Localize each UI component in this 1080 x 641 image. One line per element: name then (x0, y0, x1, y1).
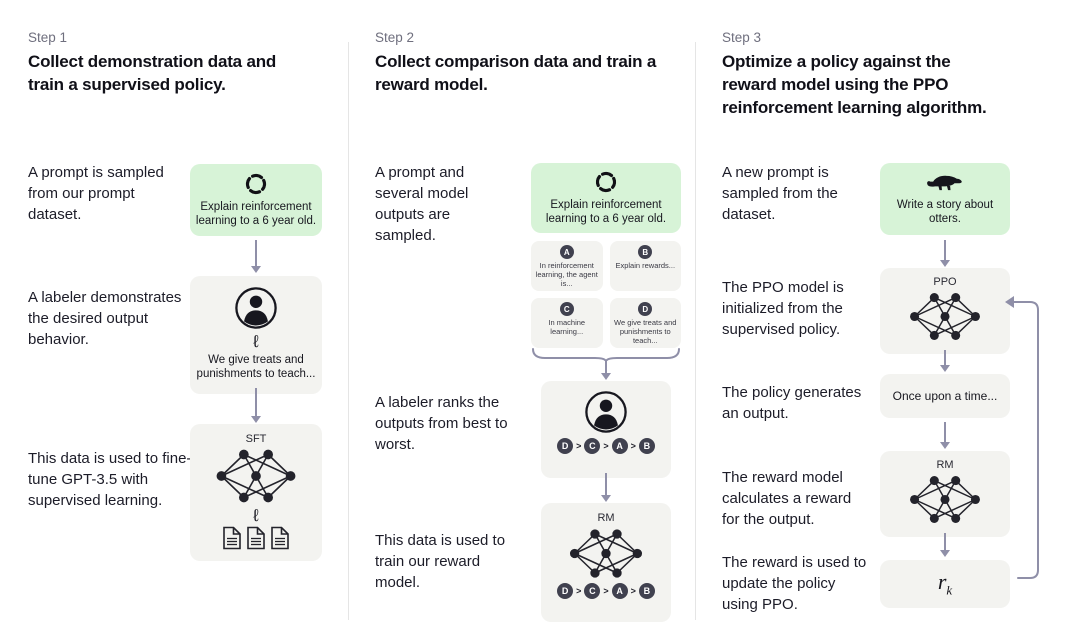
rank-badge: D (557, 583, 574, 599)
sampling-cycle-icon (595, 171, 617, 192)
sampling-cycle-icon (245, 173, 267, 194)
step3-label: Step 3 (722, 30, 762, 45)
step3-output-box: Once upon a time... (880, 374, 1010, 418)
step2-prompt-text: A prompt and several model outputs are s… (375, 164, 469, 244)
step3-reward-box: rk (880, 560, 1010, 608)
arrow-down-icon (939, 240, 950, 267)
column-divider-2 (695, 42, 696, 620)
step1-label: Step 1 (28, 30, 68, 45)
ppo-label: PPO (933, 276, 957, 288)
step2-outputs-grid: A In reinforcement learning, the agent i… (531, 241, 681, 348)
step1-data-text: This data is used to fine-tune GPT-3.5 w… (28, 450, 192, 509)
output-card-d: D We give treats and punishments to teac… (609, 298, 681, 348)
step2-data-text: This data is used to train our reward mo… (375, 532, 506, 591)
step3-output-box-text: Once upon a time... (892, 389, 998, 403)
rm-label: RM (936, 459, 954, 471)
step3-prompt-text: A new prompt is sampled from the dataset… (722, 164, 838, 223)
rank-badge: B (638, 583, 655, 599)
step3-output-text: The policy generates an output. (722, 384, 862, 422)
step2-prompt-box-text: Explain reinforcement learning to a 6 ye… (545, 198, 667, 225)
step1-prompt-box: Explain reinforcement learning to a 6 ye… (190, 164, 322, 236)
output-d-badge: D (638, 302, 653, 316)
step2-prompt-box: Explain reinforcement learning to a 6 ye… (531, 163, 681, 233)
documents-icon (222, 526, 290, 550)
step3-reward-text: The reward model calculates a reward for… (722, 469, 852, 528)
neural-network-icon (216, 449, 296, 503)
output-d-text: We give treats and punishments to teach.… (614, 318, 677, 345)
rank-separator: > (576, 586, 582, 596)
sft-label: SFT (245, 433, 267, 445)
step1-prompt-box-text: Explain reinforcement learning to a 6 ye… (195, 200, 317, 227)
column-divider-1 (348, 42, 349, 620)
rank-separator: > (603, 586, 609, 596)
step3-rm-box: RM (880, 451, 1010, 537)
rank-badge: A (611, 583, 628, 599)
reward-symbol: rk (937, 569, 953, 598)
pen-icon: ℓ (253, 506, 259, 525)
step2-title: Collect comparison data and train a rewa… (375, 52, 657, 94)
step1-labeler-text: A labeler demonstrates the desired outpu… (28, 289, 182, 348)
neural-network-icon (910, 293, 980, 340)
output-card-c: C In machine learning... (531, 298, 603, 348)
step3-title: Optimize a policy against the reward mod… (722, 52, 987, 117)
output-card-b: B Explain rewards... (609, 241, 681, 291)
step3-prompt-box: Write a story about otters. (880, 163, 1010, 235)
labeler-person-icon (235, 287, 277, 329)
step1-title: Collect demonstration data and train a s… (28, 52, 277, 94)
step2-labeler-box: D > C > A > B (541, 381, 671, 478)
output-b-badge: B (638, 245, 653, 259)
step2-labeler-text: A labeler ranks the outputs from best to… (375, 394, 508, 453)
step3-update-text: The reward is used to update the policy … (722, 554, 867, 613)
step1-labeler-box-text: We give treats and punishments to teach.… (196, 354, 316, 380)
output-card-a: A In reinforcement learning, the agent i… (531, 241, 603, 291)
otter-icon (927, 175, 962, 190)
arrow-down-icon (939, 350, 950, 372)
arrow-down-icon (939, 422, 950, 449)
step2-label: Step 2 (375, 30, 415, 45)
document-icon (223, 526, 241, 550)
output-a-text: In reinforcement learning, the agent is.… (535, 261, 598, 288)
arrow-down-icon (600, 361, 611, 380)
step3-prompt-box-text: Write a story about otters. (896, 198, 994, 225)
ranking-row: D > C > A > B (557, 583, 655, 599)
neural-network-icon (910, 476, 980, 523)
output-a-badge: A (559, 245, 574, 259)
output-b-text: Explain rewards... (615, 261, 676, 270)
rank-badge: C (584, 583, 601, 599)
output-c-text: In machine learning... (548, 318, 586, 336)
ranking-row: D > C > A > B (557, 438, 655, 454)
step3-init-text: The PPO model is initialized from the su… (722, 279, 844, 338)
step1-sft-box: SFT ℓ (190, 424, 322, 561)
rank-badge: B (638, 438, 655, 454)
step1-prompt-text: A prompt is sampled from our prompt data… (28, 164, 164, 223)
neural-network-icon (569, 529, 643, 578)
pen-icon: ℓ (253, 332, 259, 351)
feedback-loop-arrow-icon (1005, 296, 1039, 579)
rank-separator: > (576, 441, 582, 451)
rm-label: RM (597, 512, 615, 524)
step2-rm-box: RM D > C > A > B (541, 503, 671, 622)
output-c-badge: C (559, 302, 574, 316)
arrow-down-icon (250, 388, 261, 423)
document-icon (247, 526, 265, 550)
step3-ppo-box: PPO (880, 268, 1010, 354)
labeler-person-icon (585, 391, 627, 433)
arrow-down-icon (939, 533, 950, 557)
arrow-down-icon (250, 240, 261, 273)
rank-separator: > (630, 441, 636, 451)
rank-badge: A (611, 438, 628, 454)
arrow-down-icon (600, 473, 611, 502)
document-icon (271, 526, 289, 550)
rank-separator: > (630, 586, 636, 596)
rank-badge: C (584, 438, 601, 454)
rank-badge: D (557, 438, 574, 454)
step1-labeler-box: ℓ We give treats and punishments to teac… (190, 276, 322, 394)
rank-separator: > (603, 441, 609, 451)
brace-icon (532, 348, 680, 361)
